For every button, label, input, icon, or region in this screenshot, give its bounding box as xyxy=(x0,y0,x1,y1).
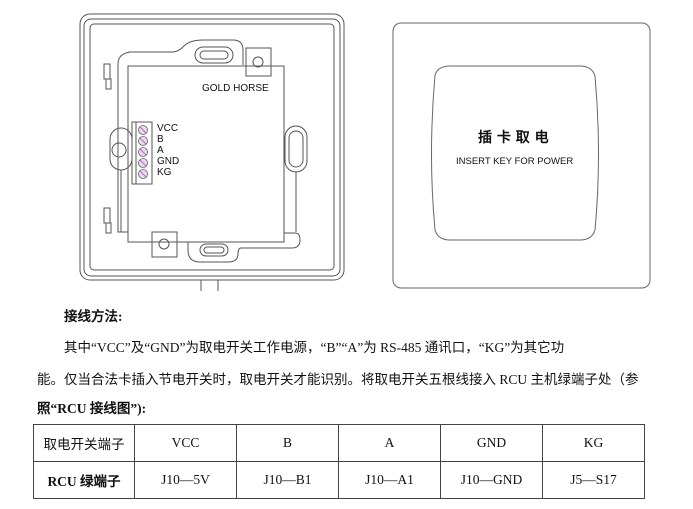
section-heading: 接线方法: xyxy=(64,309,123,324)
row-header: 取电开关端子 xyxy=(33,424,135,462)
table-cell: J5—S17 xyxy=(542,461,645,499)
terminal-kg: KG xyxy=(157,167,172,178)
table-cell: J10—A1 xyxy=(338,461,441,499)
paragraph-line-2: 能。仅当合法卡插入节电开关时，取电开关才能识别。将取电开关五根线接入 RCU 主… xyxy=(37,372,639,387)
terminal-b: B xyxy=(157,134,164,145)
terminal-gnd: GND xyxy=(157,156,180,167)
front-label-en: INSERT KEY FOR POWER xyxy=(456,156,574,167)
table-cell: J10—B1 xyxy=(236,461,339,499)
row-header: RCU 绿端子 xyxy=(33,461,135,499)
switch-front-view-diagram xyxy=(392,22,651,289)
terminal-vcc: VCC xyxy=(157,123,179,134)
wiring-table: 取电开关端子 VCC B A GND KG RCU 绿端子 J10—5V J10… xyxy=(33,424,645,499)
table-cell: VCC xyxy=(134,424,237,462)
switch-back-view-diagram xyxy=(79,13,345,291)
brand-label: GOLD HORSE xyxy=(202,83,269,94)
table-row: 取电开关端子 VCC B A GND KG xyxy=(33,424,645,462)
table-cell: J10—GND xyxy=(440,461,543,499)
table-cell: KG xyxy=(542,424,645,462)
table-cell: B xyxy=(236,424,339,462)
table-cell: J10—5V xyxy=(134,461,237,499)
front-label-cn: 插 卡 取 电 xyxy=(478,130,549,146)
table-cell: A xyxy=(338,424,441,462)
terminal-labels: VCC B A GND KG xyxy=(157,123,179,178)
paragraph-line-3: 照“RCU 接线图”): xyxy=(37,401,147,416)
paragraph-line-1: 其中“VCC”及“GND”为取电开关工作电源，“B”“A”为 RS-485 通讯… xyxy=(64,340,565,355)
table-cell: GND xyxy=(440,424,543,462)
terminal-a: A xyxy=(157,145,164,156)
table-row: RCU 绿端子 J10—5V J10—B1 J10—A1 J10—GND J5—… xyxy=(33,461,645,499)
